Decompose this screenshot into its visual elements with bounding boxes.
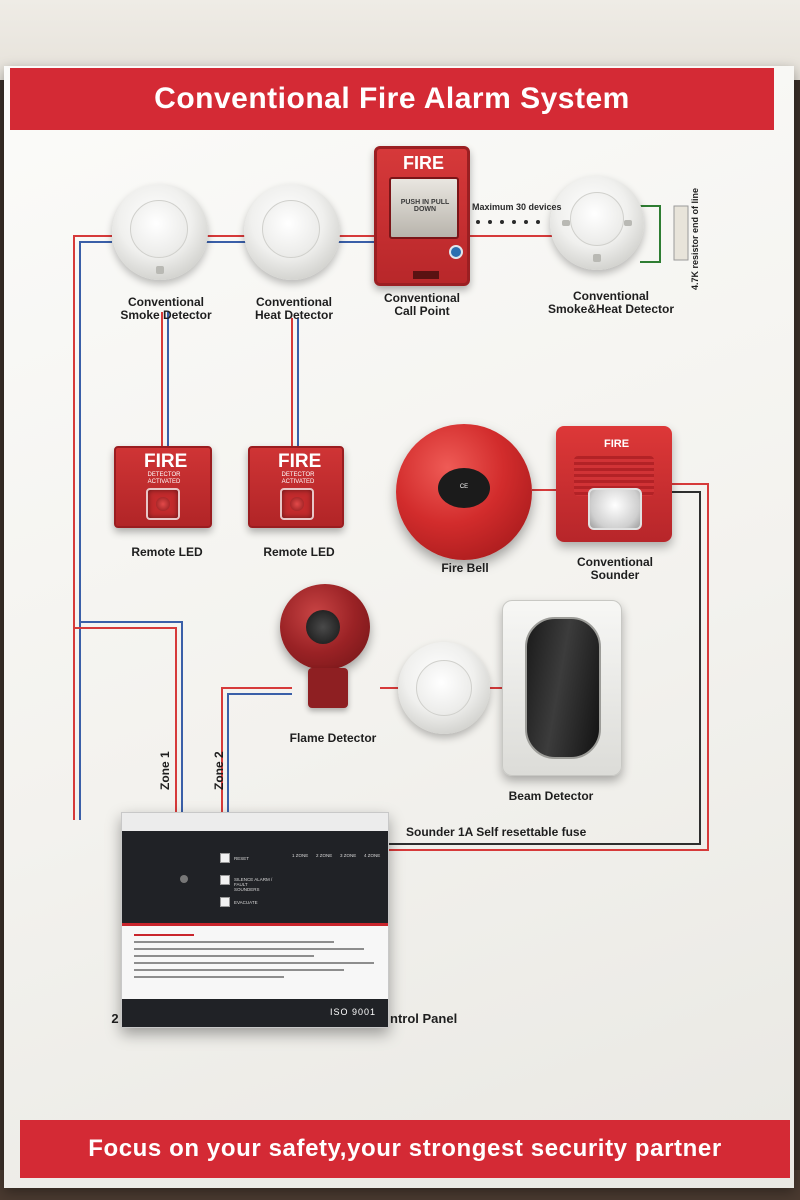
control-panel: RESET SILENCE ALARM / FAULT SOUNDERS EVA…	[121, 812, 389, 1028]
evacuate-button[interactable]	[220, 897, 230, 907]
conventional-sounder: FIRE	[556, 426, 672, 542]
fire-bell-label: Fire Bell	[441, 561, 489, 575]
slogan-banner: Focus on your safety,your strongest secu…	[20, 1120, 790, 1178]
flame-detector-label: Flame Detector	[289, 731, 377, 745]
zone1-wire-blue	[79, 241, 112, 820]
panel-label-left: 2	[111, 1011, 119, 1026]
panel-face: RESET SILENCE ALARM / FAULT SOUNDERS EVA…	[122, 831, 388, 923]
sounder-wire-red	[389, 483, 709, 851]
flame-detector-mount	[308, 668, 348, 708]
zone2-wire-red	[221, 687, 292, 812]
resistor-wire	[640, 205, 661, 263]
smoke-heat-detector	[550, 176, 644, 270]
manual-call-point: FIRE PUSH IN PULL DOWN	[374, 146, 470, 286]
remote-led-2-label: Remote LED	[263, 545, 335, 559]
heat-detector-zone2	[398, 642, 490, 734]
call-point-brand: FIRE	[403, 153, 445, 173]
zone1-panel-blue	[80, 621, 183, 812]
remote-led-2: FIRE DETECTOR ACTIVATED	[248, 446, 344, 528]
board-title: Conventional Fire Alarm System	[154, 82, 630, 115]
sounder-wire-dark	[389, 491, 701, 845]
zone1-wire-red	[73, 235, 112, 820]
zone2-label: Zone 2	[212, 751, 226, 790]
heat-detector	[244, 184, 340, 280]
slogan-text: Focus on your safety,your strongest secu…	[88, 1135, 722, 1162]
smoke-detector	[112, 184, 208, 280]
iso-label: ISO 9001	[330, 1007, 377, 1017]
sounder-fuse-note: Sounder 1A Self resettable fuse	[406, 825, 587, 839]
remote-led-lamp	[146, 488, 180, 520]
strobe-light	[588, 488, 642, 530]
remote-led-lamp	[280, 488, 314, 520]
title-banner: Conventional Fire Alarm System	[10, 68, 774, 130]
max-devices-note: Maximum 30 devices	[472, 202, 562, 212]
flame-detector	[280, 584, 370, 670]
remote-led-1: FIRE DETECTOR ACTIVATED	[114, 446, 212, 528]
zone1-panel-red	[74, 627, 177, 812]
call-point-glass: PUSH IN PULL DOWN	[389, 177, 459, 239]
resistor-note: 4.7K resistor end of line	[690, 187, 700, 290]
zone2-wire-blue	[227, 693, 292, 812]
fire-bell: CE	[396, 424, 532, 560]
reset-button[interactable]	[220, 853, 230, 863]
beam-detector-label: Beam Detector	[508, 789, 594, 803]
panel-label-right: ntrol Panel	[390, 1011, 458, 1026]
bell-nameplate: CE	[438, 468, 490, 508]
zone1-label: Zone 1	[158, 751, 172, 790]
beam-lens	[525, 617, 601, 759]
remote-led-1-label: Remote LED	[131, 545, 203, 559]
silence-button[interactable]	[220, 875, 230, 885]
beam-detector	[502, 600, 622, 776]
panel-instructions	[128, 929, 382, 993]
resistor	[673, 205, 689, 261]
key-icon	[449, 245, 463, 259]
